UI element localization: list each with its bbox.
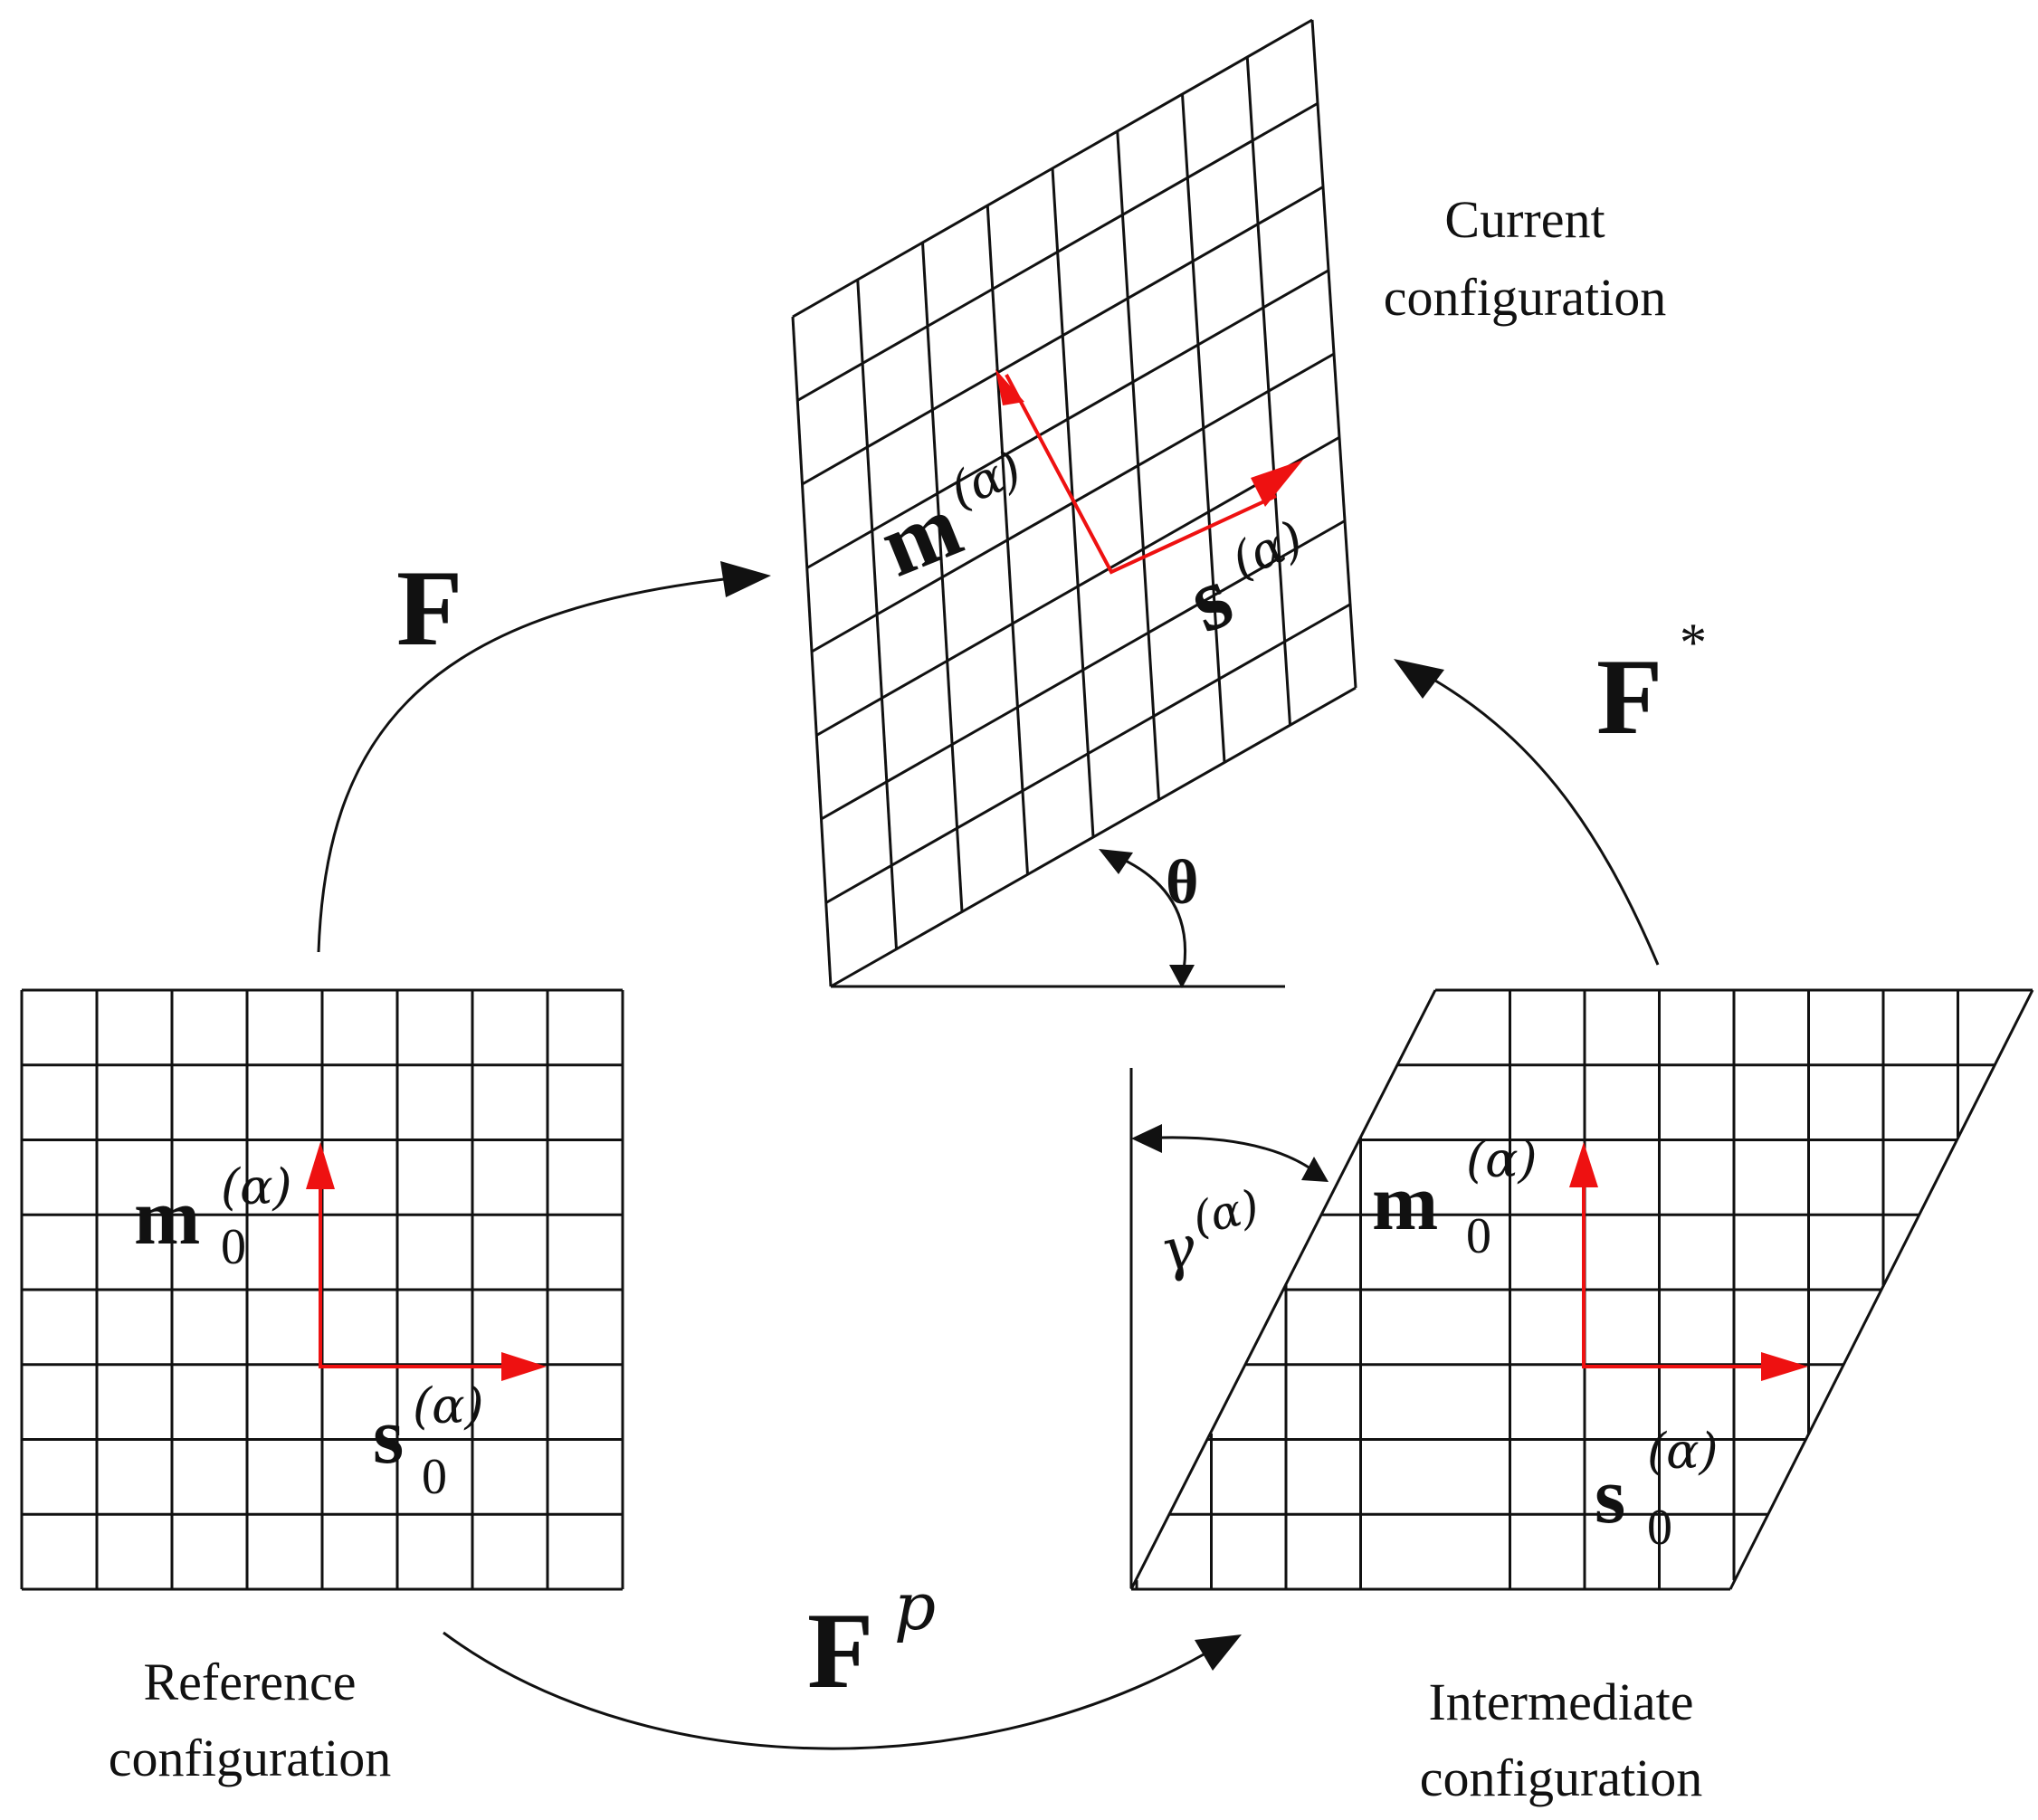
- reference-slip-vectors: [306, 1142, 547, 1381]
- Fp-label: F: [807, 1590, 873, 1710]
- reference-caption-line1: Reference: [143, 1653, 356, 1711]
- current-grid-column-line: [1310, 19, 1357, 689]
- Fp-arrow-curve: [443, 1631, 1205, 1750]
- intermediate-s-arrowhead: [1761, 1352, 1808, 1381]
- current-m-arrowhead: [995, 369, 1024, 405]
- current-grid-row-line: [815, 435, 1340, 737]
- reference-s-label: s: [373, 1393, 404, 1481]
- current-grid-row-line: [825, 603, 1351, 904]
- reference-m-label: m: [134, 1174, 200, 1262]
- Fp-mapping-arrow: [443, 1631, 1242, 1750]
- Fstar-mapping-arrow: [1394, 659, 1660, 966]
- reference-s-arrowhead: [501, 1352, 547, 1381]
- current-s-arrowhead: [1251, 460, 1303, 507]
- intermediate-m-label: m: [1372, 1159, 1438, 1247]
- current-grid-row-line: [820, 519, 1346, 821]
- current-grid-column-line: [1245, 56, 1291, 726]
- intermediate-configuration-grid: [1129, 988, 2034, 1591]
- current-s-superscript: (α): [1224, 510, 1310, 589]
- gamma-superscript: (α): [1188, 1180, 1263, 1245]
- intermediate-caption-line1: Intermediate: [1428, 1672, 1693, 1731]
- gamma-arc: [1138, 1136, 1322, 1178]
- intermediate-m-s-vectors: [1582, 1186, 1765, 1368]
- theta-arrowhead-top: [1099, 849, 1133, 874]
- theta-label: θ: [1166, 848, 1199, 918]
- F-label: F: [396, 548, 462, 668]
- current-configuration-grid: [791, 18, 1357, 988]
- gamma-arrowhead-right: [1301, 1157, 1329, 1182]
- gamma-angle-marker: [1129, 1068, 1329, 1588]
- current-grid-column-line: [1116, 130, 1160, 800]
- reference-s-superscript: (α): [413, 1377, 484, 1434]
- F-arrow-curve: [317, 577, 725, 953]
- F-arrowhead: [720, 561, 771, 597]
- current-grid-column-line: [1181, 93, 1226, 763]
- intermediate-caption-line2: configuration: [1420, 1749, 1702, 1807]
- Fstar-arrow-curve: [1434, 679, 1660, 966]
- reference-s-subscript: 0: [422, 1449, 447, 1505]
- Fstar-superscript: *: [1680, 613, 1707, 672]
- current-caption-line1: Current: [1444, 190, 1605, 249]
- current-slip-vectors: [995, 369, 1303, 575]
- Fp-arrowhead: [1195, 1634, 1242, 1671]
- theta-arrowhead-bottom: [1169, 965, 1195, 988]
- Fstar-label: F: [1596, 636, 1662, 757]
- current-grid-row-line: [830, 686, 1357, 988]
- reference-caption-line2: configuration: [109, 1729, 391, 1787]
- intermediate-m-arrowhead: [1569, 1142, 1598, 1187]
- reference-m-s-vectors: [319, 1187, 507, 1368]
- intermediate-s-subscript: 0: [1647, 1500, 1672, 1556]
- intermediate-s-label: s: [1595, 1453, 1625, 1540]
- gamma-arrowhead-left: [1131, 1124, 1162, 1153]
- Fstar-arrowhead: [1394, 659, 1444, 699]
- Fp-superscript: p: [894, 1568, 936, 1644]
- reference-m-subscript: 0: [221, 1219, 246, 1275]
- intermediate-slip-vectors: [1569, 1142, 1808, 1381]
- current-caption-line2: configuration: [1384, 268, 1666, 327]
- intermediate-m-subscript: 0: [1466, 1208, 1491, 1264]
- intermediate-s-superscript: (α): [1647, 1423, 1719, 1480]
- current-m-s-vectors: [1005, 374, 1277, 575]
- reference-m-arrowhead: [306, 1142, 335, 1189]
- reference-m-superscript: (α): [221, 1158, 292, 1215]
- theta-angle-marker: [831, 849, 1285, 988]
- current-m-superscript: (α): [942, 440, 1029, 519]
- F-mapping-arrow: [317, 561, 771, 953]
- intermediate-m-superscript: (α): [1466, 1131, 1538, 1188]
